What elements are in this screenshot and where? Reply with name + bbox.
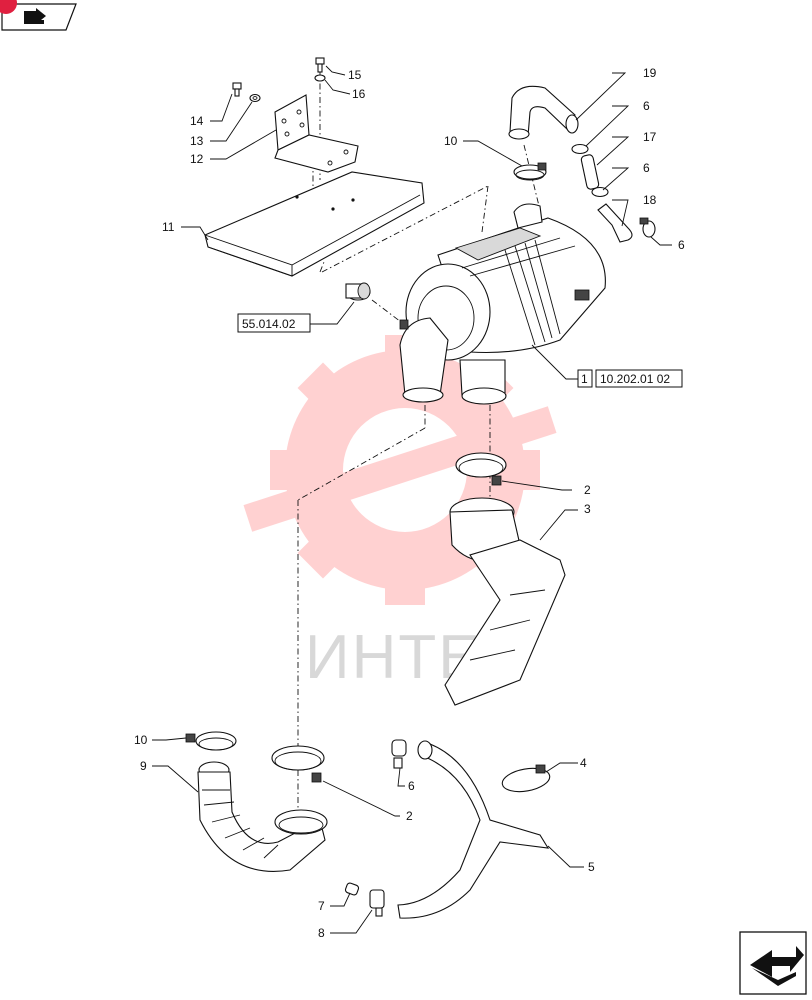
clamp-6-b bbox=[591, 186, 609, 198]
callout-14[interactable]: 14 bbox=[190, 114, 204, 128]
callout-2-lower[interactable]: 2 bbox=[406, 809, 413, 823]
callout-17[interactable]: 17 bbox=[643, 130, 657, 144]
reference-55-label: 55.014.02 bbox=[242, 317, 296, 331]
callout-10-lower[interactable]: 10 bbox=[134, 733, 148, 747]
callout-18[interactable]: 18 bbox=[643, 193, 657, 207]
callout-10-top[interactable]: 10 bbox=[444, 134, 458, 148]
callout-12[interactable]: 12 bbox=[190, 152, 204, 166]
folder-icon bbox=[24, 16, 44, 24]
callout-11[interactable]: 11 bbox=[162, 220, 175, 234]
fitting-7 bbox=[344, 882, 360, 896]
clamp-2-upper bbox=[455, 452, 507, 486]
reference-10-label: 10.202.01 02 bbox=[600, 372, 670, 386]
callout-8[interactable]: 8 bbox=[318, 926, 325, 940]
hose-5 bbox=[397, 740, 550, 919]
clamp-6-c bbox=[639, 217, 656, 238]
tube-17 bbox=[580, 154, 600, 190]
callout-13[interactable]: 13 bbox=[190, 134, 204, 148]
callout-15[interactable]: 15 bbox=[348, 68, 362, 82]
bolt-14 bbox=[232, 82, 242, 97]
arrow-forward-icon bbox=[750, 946, 804, 977]
callout-1: 1 bbox=[581, 372, 588, 386]
clamp-10-lower bbox=[185, 731, 237, 751]
prev-page-badge[interactable] bbox=[0, 0, 77, 31]
callout-6-d[interactable]: 6 bbox=[408, 779, 415, 793]
callout-16[interactable]: 16 bbox=[352, 87, 366, 101]
washer-13 bbox=[249, 93, 261, 103]
intake-duct-3 bbox=[444, 497, 566, 706]
callout-2-upper[interactable]: 2 bbox=[584, 483, 591, 497]
air-filter-housing bbox=[399, 203, 606, 405]
next-page-badge[interactable] bbox=[739, 931, 807, 995]
fitting-8 bbox=[369, 889, 385, 917]
callout-7[interactable]: 7 bbox=[318, 899, 325, 913]
callout-3[interactable]: 3 bbox=[584, 502, 591, 516]
callout-9[interactable]: 9 bbox=[140, 759, 147, 773]
callout-19[interactable]: 19 bbox=[643, 66, 657, 80]
clamp-10-top bbox=[513, 162, 547, 181]
callout-4[interactable]: 4 bbox=[580, 756, 587, 770]
elbow-hose-18 bbox=[597, 203, 633, 243]
clamp-6-d bbox=[391, 739, 407, 769]
washer-16 bbox=[314, 74, 326, 82]
clamp-6-a bbox=[571, 143, 589, 155]
page-badge-dot bbox=[0, 0, 17, 14]
reference-10-box[interactable]: 1 10.202.01 02 bbox=[577, 369, 683, 388]
corrugated-hose-9 bbox=[197, 761, 328, 872]
elbow-hose-19 bbox=[508, 85, 579, 140]
sensor-connector bbox=[345, 282, 371, 301]
callout-6-c[interactable]: 6 bbox=[678, 238, 685, 252]
reference-55-box[interactable]: 55.014.02 bbox=[237, 313, 311, 333]
callout-6-a[interactable]: 6 bbox=[643, 99, 650, 113]
callout-5[interactable]: 5 bbox=[588, 860, 595, 874]
clamp-4 bbox=[501, 764, 551, 793]
leader-lines bbox=[152, 65, 672, 934]
mounting-bracket bbox=[274, 94, 359, 173]
clamp-2-lower bbox=[271, 745, 325, 783]
panel-plate bbox=[204, 171, 425, 277]
callout-6-b[interactable]: 6 bbox=[643, 161, 650, 175]
bolt-15 bbox=[315, 57, 325, 73]
callout-labels: 14 13 12 11 15 16 10 19 6 17 6 18 6 2 3 … bbox=[134, 66, 685, 940]
